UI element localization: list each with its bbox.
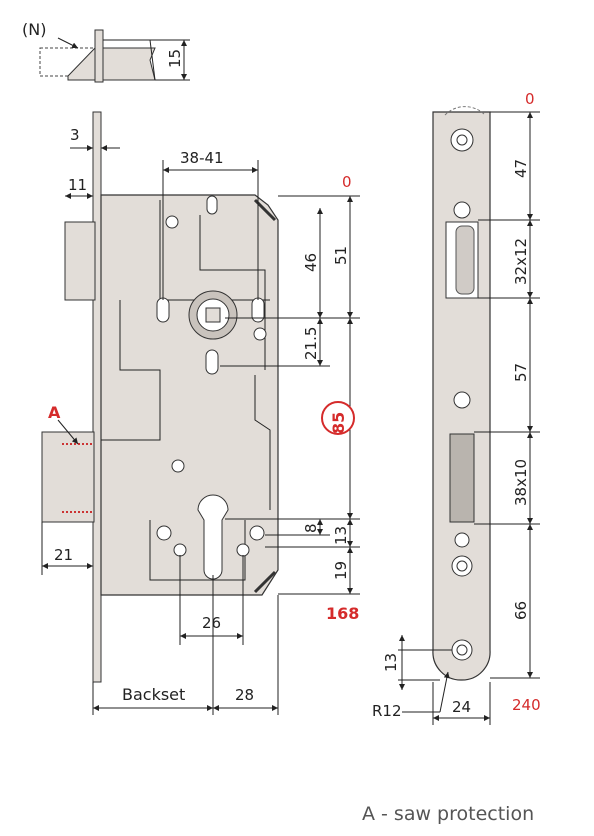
n-label: (N) [22,20,46,39]
dim-57: 57 [512,363,530,382]
r12-label: R12 [372,702,402,720]
dim-19: 19 [332,561,350,580]
legend-caption: A - saw protection [362,803,534,825]
dim-0-front: 0 [342,173,352,191]
dim-46: 46 [302,253,320,272]
dim-21-5: 21.5 [302,327,320,360]
backset-label: Backset [122,685,185,704]
faceplate-view [398,106,540,725]
dim-38-41: 38-41 [180,149,224,167]
front-view [41,111,360,715]
dim-66: 66 [512,601,530,620]
latch-detail [39,29,190,83]
dim-32x12: 32x12 [512,238,530,285]
dim-13-side: 13 [382,653,400,672]
dim-24: 24 [452,698,471,716]
dim-168: 168 [326,604,359,623]
dim-3: 3 [70,126,80,144]
dim-51: 51 [332,246,350,265]
dim-21: 21 [54,546,73,564]
dim-240: 240 [512,696,541,714]
dim-8: 8 [302,523,320,533]
dim-28: 28 [235,686,254,704]
dim-47: 47 [512,159,530,178]
saw-protection-marker: A [48,403,61,422]
dim-38x10: 38x10 [512,459,530,506]
dim-15: 15 [166,49,184,68]
dim-0-side: 0 [525,90,535,108]
dim-85: 85 [329,412,348,434]
dim-26: 26 [202,614,221,632]
dim-11: 11 [68,176,87,194]
dim-13-front: 13 [332,526,350,545]
